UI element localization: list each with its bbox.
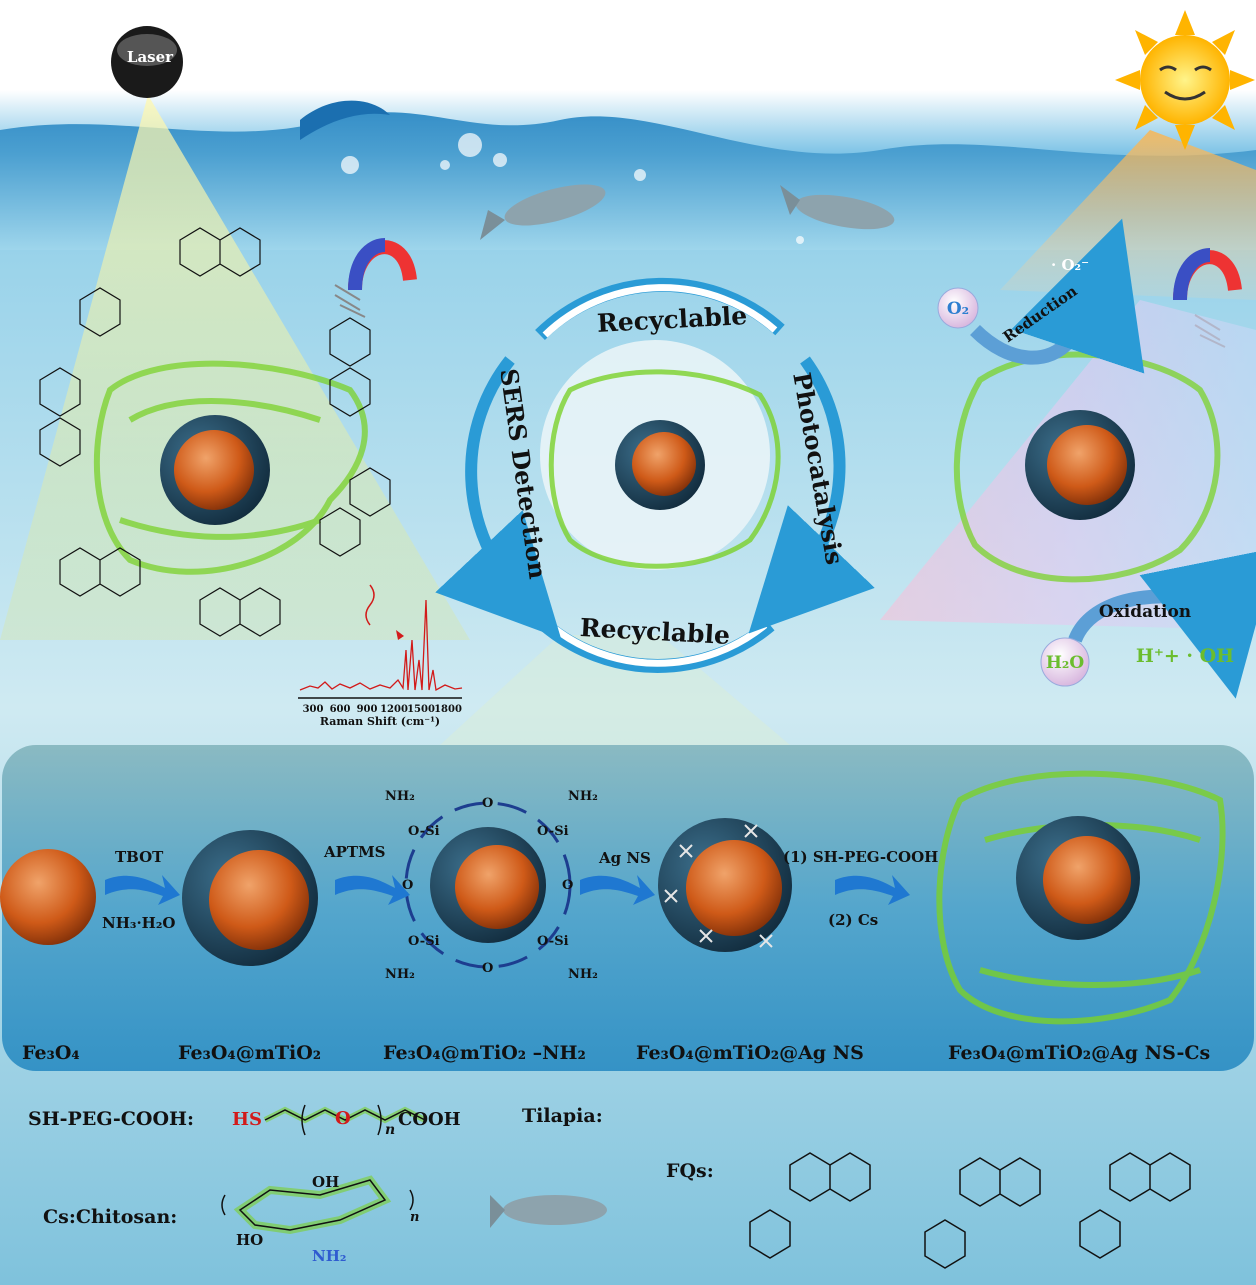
sun-icon bbox=[1115, 10, 1255, 150]
raman-spectrum bbox=[298, 584, 463, 699]
fq-structures bbox=[749, 1152, 1191, 1269]
raman-tick: 1800 bbox=[434, 704, 462, 715]
cs-n: n bbox=[410, 1210, 420, 1225]
surface-nh2: NH₂ bbox=[385, 789, 415, 804]
fish-icon bbox=[480, 184, 606, 240]
h2o-label: H₂O bbox=[1046, 653, 1085, 673]
arrow-icon bbox=[835, 875, 910, 905]
chitosan-legend-label: Cs:Chitosan: bbox=[43, 1206, 178, 1228]
arrow4-above: (1) SH-PEG-COOH bbox=[783, 848, 939, 866]
arrow-icon bbox=[335, 875, 410, 905]
surface-o: O bbox=[562, 878, 573, 893]
bubbles bbox=[341, 133, 804, 244]
surface-osi: O-Si bbox=[537, 934, 569, 949]
surface-nh2: NH₂ bbox=[568, 789, 598, 804]
arrow4-below: (2) Cs bbox=[828, 911, 879, 929]
surface-o: O bbox=[482, 796, 493, 811]
fe3o4-mtio2-particle bbox=[182, 830, 318, 966]
surface-osi: O-Si bbox=[408, 934, 440, 949]
fish-icon bbox=[780, 185, 895, 230]
chitosan-structure bbox=[221, 1175, 414, 1235]
peg-n: n bbox=[385, 1122, 396, 1138]
focus-wedge bbox=[440, 635, 790, 745]
fqs-legend-label: FQs: bbox=[666, 1160, 714, 1182]
peg-cooh: COOH bbox=[398, 1109, 461, 1130]
raman-tick: 1200 bbox=[380, 704, 408, 715]
fe3o4-particle bbox=[0, 849, 96, 945]
fe3o4-mtio2-nh2-particle bbox=[404, 801, 572, 969]
laser-device bbox=[111, 26, 183, 98]
oxidation-arrow bbox=[1068, 547, 1256, 699]
radical-products-label: H⁺+ · OH bbox=[1136, 645, 1234, 667]
cs-ho: HO bbox=[236, 1231, 264, 1249]
surface-o: O bbox=[482, 961, 493, 976]
oxidation-label: Oxidation bbox=[1099, 602, 1191, 622]
reduction-arrow bbox=[970, 218, 1145, 374]
cs-oh: OH bbox=[312, 1173, 340, 1191]
peg-o: O bbox=[335, 1108, 351, 1129]
arrow2-above: APTMS bbox=[324, 843, 386, 861]
h2o-bubble bbox=[1040, 637, 1090, 687]
fish-icon bbox=[490, 1195, 607, 1228]
fe3o4-mtio2-ag-particle bbox=[658, 818, 792, 952]
raman-xlabel: Raman Shift (cm⁻¹) bbox=[320, 715, 440, 728]
tilapia-legend-label: Tilapia: bbox=[522, 1105, 603, 1127]
peg-legend-label: SH-PEG-COOH: bbox=[28, 1108, 194, 1130]
wave-splash bbox=[300, 100, 390, 140]
raman-tick: 600 bbox=[330, 704, 351, 715]
surface-o: O bbox=[402, 878, 413, 893]
surface-nh2: NH₂ bbox=[385, 967, 415, 982]
surface-nh2: NH₂ bbox=[568, 967, 598, 982]
raman-tick: 300 bbox=[303, 704, 324, 715]
arrow1-below: NH₃·H₂O bbox=[102, 914, 176, 932]
stage-label-nh2: Fe₃O₄@mTiO₂ –NH₂ bbox=[383, 1042, 586, 1064]
magnet-icon bbox=[334, 238, 417, 318]
surface-groups: O O O O O-Si NH₂ O-Si NH₂ O-Si NH₂ O-Si … bbox=[385, 789, 598, 982]
arrow1-above: TBOT bbox=[115, 848, 164, 866]
o2-label: O₂ bbox=[947, 299, 969, 319]
recycle-cycle bbox=[435, 277, 875, 745]
stage-label-mtio2: Fe₃O₄@mTiO₂ bbox=[178, 1042, 322, 1064]
superoxide-label: · O₂⁻ bbox=[1051, 256, 1089, 274]
cs-nh2: NH₂ bbox=[312, 1247, 347, 1265]
wave-surface bbox=[0, 112, 1256, 250]
sers-nanoparticle bbox=[39, 227, 391, 637]
arrow-icon bbox=[580, 875, 655, 905]
raman-tick: 900 bbox=[357, 704, 378, 715]
laser-label: Laser bbox=[127, 48, 174, 66]
stage-label-cs: Fe₃O₄@mTiO₂@Ag NS-Cs bbox=[948, 1042, 1211, 1064]
laser-beam bbox=[0, 95, 470, 640]
o2-bubble bbox=[937, 287, 979, 329]
peg-structure bbox=[263, 1104, 427, 1136]
surface-osi: O-Si bbox=[408, 824, 440, 839]
stage-label-ag: Fe₃O₄@mTiO₂@Ag NS bbox=[636, 1042, 864, 1064]
peg-hs: HS bbox=[232, 1109, 263, 1130]
arrow3-above: Ag NS bbox=[599, 849, 651, 867]
synthesis-panel bbox=[2, 745, 1254, 1071]
raman-tick: 1500 bbox=[407, 704, 435, 715]
synthesis-arrows bbox=[105, 875, 910, 905]
surface-osi: O-Si bbox=[537, 824, 569, 839]
arrow-icon bbox=[105, 875, 180, 905]
raman-ticks: 300 600 900 1200 1500 1800 bbox=[303, 704, 462, 715]
fe3o4-mtio2-ag-cs-particle bbox=[936, 770, 1226, 1025]
stage-label-fe3o4: Fe₃O₄ bbox=[22, 1042, 80, 1064]
